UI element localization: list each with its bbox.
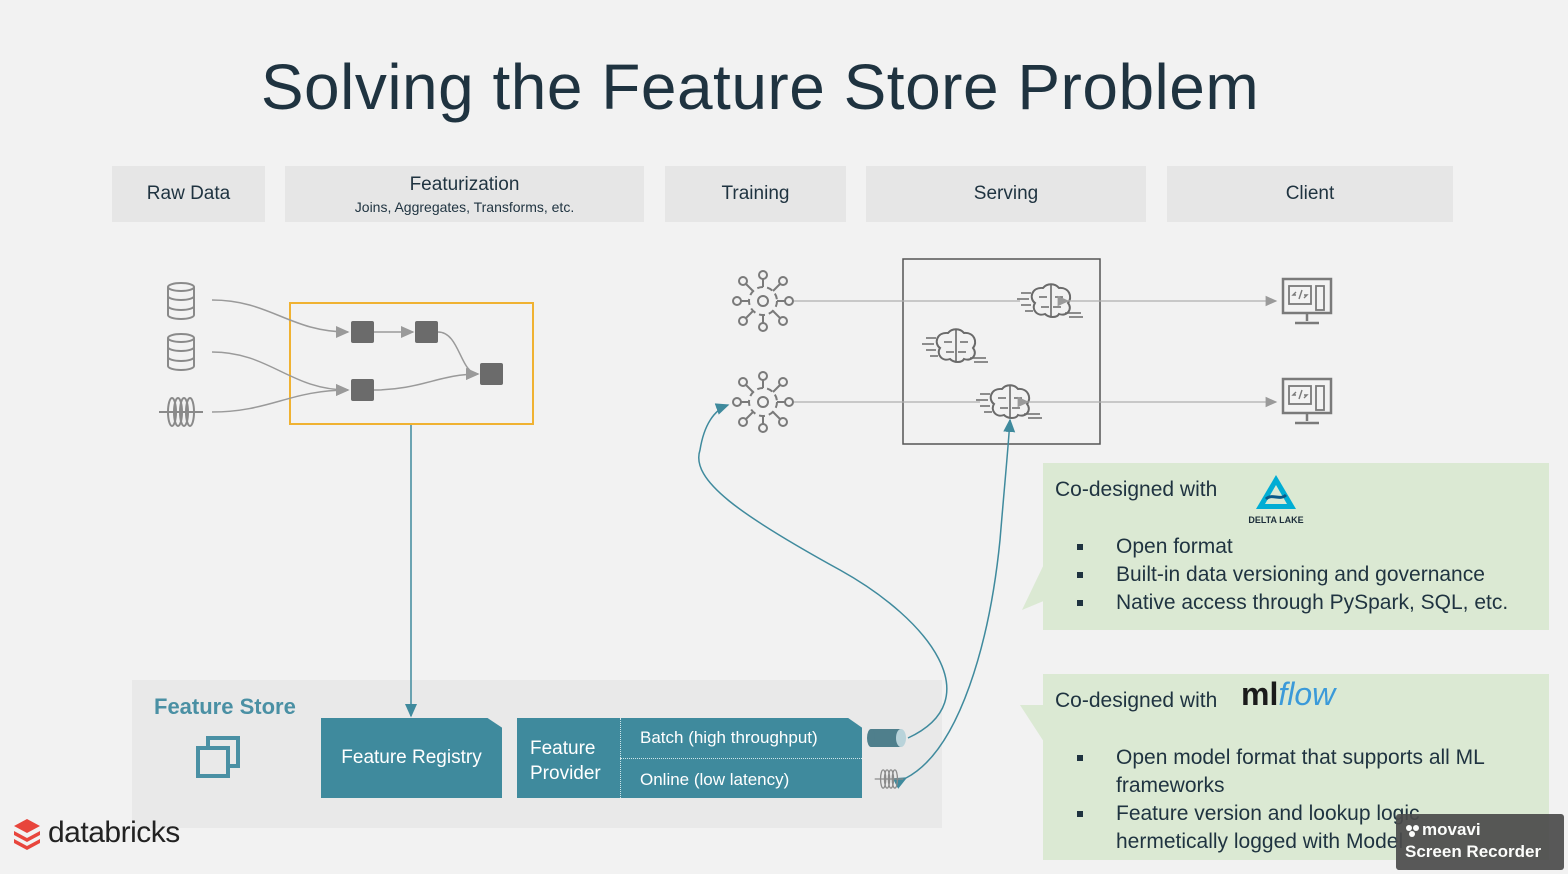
list-item: Built-in data versioning and governance [1063, 561, 1508, 589]
database-icon [167, 282, 195, 320]
delta-callout: Co-designed with DELTA LAKE Open format … [1043, 463, 1549, 630]
stage-featurization: Featurization Joins, Aggregates, Transfo… [285, 166, 644, 222]
online-to-serving-arrow [892, 418, 1016, 789]
featurization-box [289, 302, 534, 425]
flow-line [211, 384, 350, 413]
mlflow-feature-list: Open model format that supports all ML f… [1063, 744, 1503, 856]
feature-node [351, 321, 374, 343]
client-monitor-icon [1281, 377, 1333, 425]
batch-to-training-arrow [698, 403, 948, 739]
mlflow-logo: mlflow [1241, 676, 1335, 713]
feature-registry-block: Feature Registry [321, 718, 502, 798]
flow-line [373, 368, 480, 391]
stage-training: Training [665, 166, 846, 222]
callout-pointer [1020, 705, 1046, 745]
flow-line [437, 331, 480, 380]
stage-label: Training [721, 183, 790, 204]
callout-pointer [1022, 560, 1046, 610]
model-network-icon [732, 371, 794, 433]
databricks-wordmark: databricks [48, 816, 180, 849]
list-item: Open format [1063, 533, 1508, 561]
databricks-logo-icon [14, 819, 40, 850]
stage-raw-data: Raw Data [112, 166, 265, 222]
stage-label: Serving [973, 183, 1039, 204]
feature-registry-label: Feature Registry [341, 747, 482, 768]
flow-line [211, 351, 350, 396]
feature-store-title: Feature Store [154, 694, 296, 719]
slide-title: Solving the Feature Store Problem [260, 51, 1260, 123]
client-monitor-icon [1281, 277, 1333, 325]
provider-divider [620, 758, 862, 759]
movavi-logo-icon [1406, 825, 1419, 837]
feature-provider-block: Feature Provider Batch (high throughput)… [517, 718, 862, 798]
stage-sublabel: Joins, Aggregates, Transforms, etc. [354, 198, 575, 215]
list-item: Feature version and lookup logic hermeti… [1063, 800, 1503, 856]
online-label: Online (low latency) [640, 770, 790, 789]
flow-line [211, 299, 350, 338]
list-item: Open model format that supports all ML f… [1063, 744, 1503, 800]
feature-store-icon [196, 736, 240, 778]
stage-client: Client [1167, 166, 1453, 222]
stage-label: Client [1285, 183, 1335, 204]
batch-label: Batch (high throughput) [640, 728, 818, 747]
stage-serving: Serving [866, 166, 1146, 222]
screen-recorder-watermark: movavi Screen Recorder [1396, 814, 1564, 870]
feature-node [351, 379, 374, 401]
list-item: Native access through PySpark, SQL, etc. [1063, 589, 1508, 617]
online-stream-icon [874, 769, 904, 789]
database-icon [167, 333, 195, 371]
mlflow-logo-ml: ml [1241, 676, 1279, 712]
stage-label: Raw Data [146, 183, 231, 204]
databricks-brand: databricks [12, 816, 180, 850]
callout-heading: Co-designed with [1055, 689, 1218, 712]
feature-provider-label: Feature Provider [530, 738, 601, 784]
feature-node [415, 321, 438, 343]
watermark-line2: Screen Recorder [1405, 842, 1542, 861]
feature-node [480, 363, 503, 385]
stage-label: Featurization [409, 173, 520, 195]
model-network-icon [732, 270, 794, 332]
delta-feature-list: Open format Built-in data versioning and… [1063, 533, 1508, 617]
brain-model-icon [921, 328, 989, 363]
watermark-line1: movavi [1422, 820, 1481, 839]
batch-pipe-icon [867, 729, 906, 747]
mlflow-logo-flow: flow [1278, 676, 1336, 712]
delta-lake-logo: DELTA LAKE [1248, 475, 1304, 525]
callout-heading: Co-designed with [1055, 478, 1218, 501]
stream-icon [158, 397, 204, 427]
delta-lake-logo-text: DELTA LAKE [1248, 515, 1303, 525]
